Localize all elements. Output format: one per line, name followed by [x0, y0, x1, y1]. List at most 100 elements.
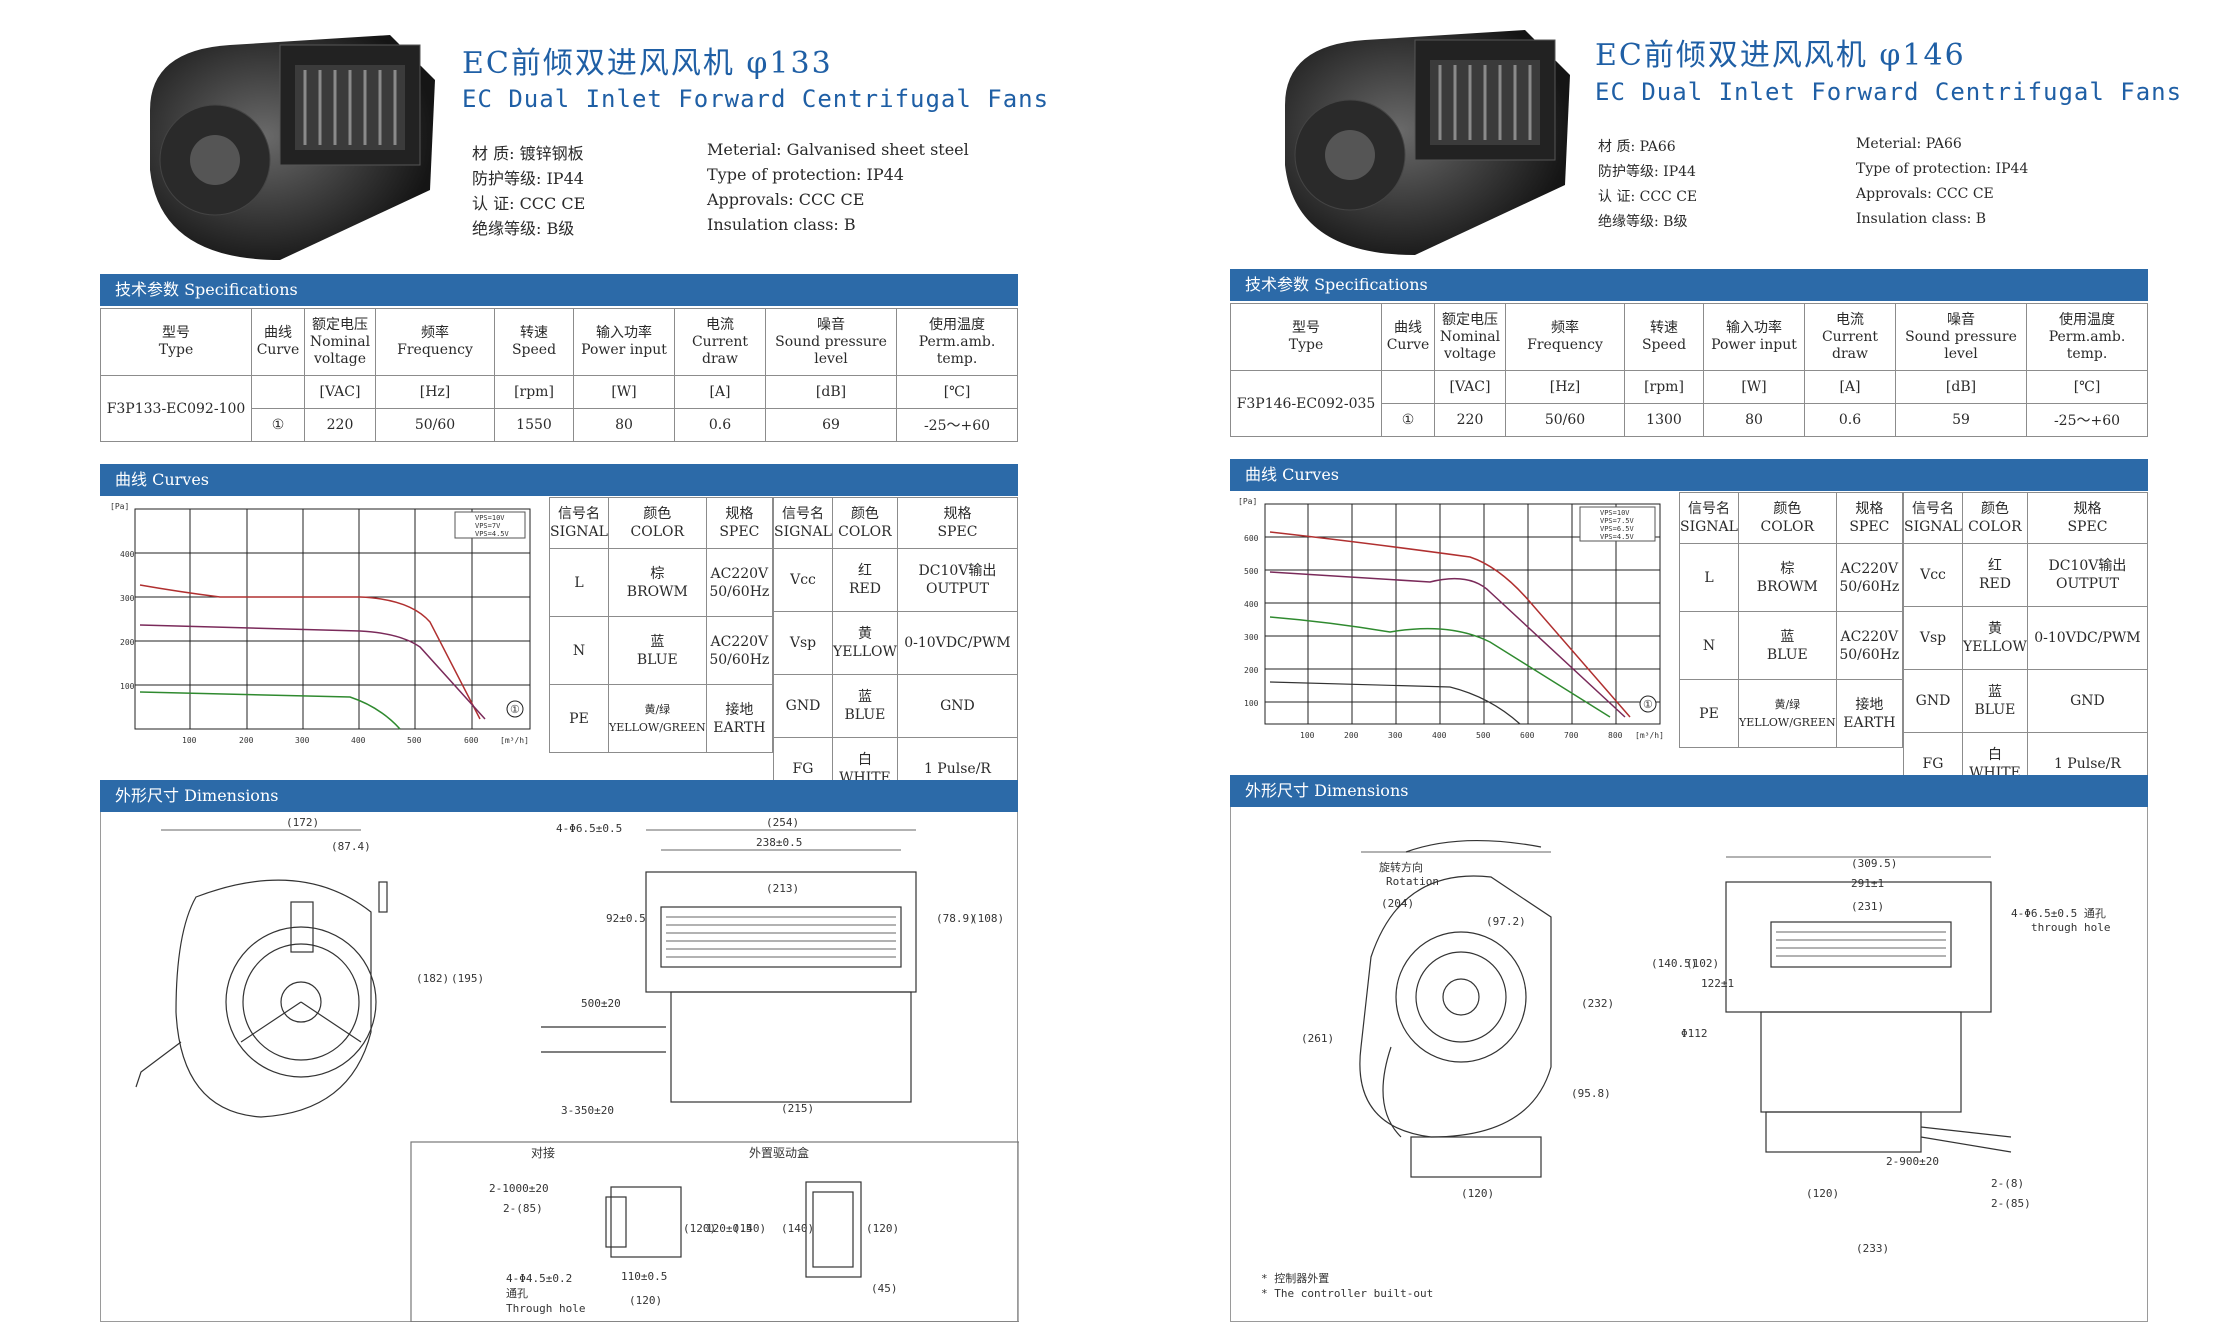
property-zh: 绝缘等级: B级 — [1598, 214, 1688, 230]
dim-label: (120) — [866, 1222, 899, 1235]
dim-label: 2-(85) — [1991, 1197, 2031, 1210]
x-tick: 400 — [1432, 731, 1447, 740]
sig-color: 黄 YELLOW — [1961, 606, 2028, 670]
dim-label: (120) — [1461, 1187, 1494, 1200]
spec-header: 曲线 Curve — [1381, 303, 1435, 371]
spec-voltage: 220 — [1434, 403, 1506, 437]
property-zh: 防护等级: IP44 — [472, 169, 584, 188]
property-en: Insulation class: B — [1856, 211, 1987, 227]
x-tick: 200 — [239, 736, 254, 745]
sig-color: 黄/绿 YELLOW/GREEN — [607, 684, 707, 753]
sig-name: N — [1679, 611, 1739, 680]
spec-header: 输入功率 Power input — [573, 308, 675, 376]
y-unit: [Pa] — [1238, 497, 1257, 506]
spec-curve: ① — [251, 408, 305, 442]
y-tick: 300 — [120, 594, 135, 603]
dim-label: Through hole — [506, 1302, 585, 1315]
curve-label: ① — [1643, 698, 1653, 711]
x-tick: 200 — [1344, 731, 1359, 740]
property-zh: 认 证: CCC CE — [1598, 189, 1698, 205]
spec-current: 0.6 — [1804, 403, 1896, 437]
spec-unit: [℃] — [896, 375, 1018, 409]
spec-power: 80 — [1703, 403, 1805, 437]
spec-header: 使用温度 Perm.amb. temp. — [896, 308, 1018, 376]
product-title-zh: EC前倾双进风风机 φ146 — [1595, 38, 1966, 73]
sig-color: 黄 YELLOW — [831, 611, 898, 675]
footnote: * 控制器外置 — [1261, 1271, 1329, 1285]
x-tick: 600 — [1520, 731, 1535, 740]
property-en: Approvals: CCC CE — [1856, 186, 1994, 202]
spec-header: 输入功率 Power input — [1703, 303, 1805, 371]
spec-header: 额定电压 Nominal voltage — [1434, 303, 1506, 371]
dim-label: 92±0.5 — [606, 912, 646, 925]
dim-label: (102) — [1686, 957, 1719, 970]
property-zh: 材 质: PA66 — [1598, 139, 1676, 155]
dims-section-bar: 外形尺寸 Dimensions — [100, 780, 1018, 812]
sig-header: 颜色 COLOR — [1737, 492, 1837, 544]
spec-header: 型号 Type — [1230, 303, 1382, 371]
dim-label: (95.8) — [1571, 1087, 1611, 1100]
y-tick: 300 — [1244, 633, 1259, 642]
spec-header: 噪音 Sound pressure level — [765, 308, 897, 376]
property-en: Approvals: CCC CE — [707, 190, 865, 209]
legend-entry: VPS=6.5V — [1600, 525, 1635, 533]
sig-name: N — [549, 616, 609, 685]
property-en: Type of protection: IP44 — [707, 165, 904, 184]
y-tick: 200 — [120, 638, 135, 647]
spec-type: F3P146-EC092-035 — [1230, 370, 1382, 437]
property-en: Meterial: Galvanised sheet steel — [707, 140, 969, 159]
y-tick: 100 — [1244, 699, 1259, 708]
spec-blank — [1381, 370, 1435, 404]
spec-table: 型号 Type 曲线 Curve 额定电压 Nominal voltage 频率… — [1230, 303, 2148, 437]
sig-spec: AC220V 50/60Hz — [705, 548, 774, 617]
dim-label: 4-Φ6.5±0.5 — [556, 822, 622, 835]
spec-frequency: 50/60 — [1505, 403, 1625, 437]
sig-spec: GND — [896, 674, 1019, 738]
sub-label: 外置驱动盒 — [749, 1145, 809, 1160]
spec-unit: [rpm] — [1624, 370, 1704, 404]
performance-curve-chart: VPS=10V VPS=7V VPS=4.5V 400 300 200 100 … — [110, 502, 531, 745]
x-unit: [m³/h] — [500, 736, 529, 745]
sig-spec: 0-10VDC/PWM — [896, 611, 1019, 675]
sig-name: L — [1679, 543, 1739, 612]
x-tick: 300 — [295, 736, 310, 745]
dim-label: 2-(8) — [1991, 1177, 2024, 1190]
legend-entry: VPS=10V — [475, 514, 505, 522]
spec-table: 型号 Type 曲线 Curve 额定电压 Nominal voltage 频率… — [100, 308, 1018, 442]
spec-temp: -25～+60 — [2026, 403, 2148, 437]
property-row: 认 证: CCC CE Approvals: CCC CE — [472, 190, 1012, 215]
property-en: Type of protection: IP44 — [1856, 161, 2029, 177]
dim-label: (140) — [733, 1222, 766, 1235]
dimension-drawing: (172) (87.4) 4-Φ6.5±0.5 (254) 238±0.5 (2… — [100, 812, 1019, 1322]
dim-label: 110±0.5 — [621, 1270, 667, 1283]
y-tick: 600 — [1244, 534, 1259, 543]
property-zh: 认 证: CCC CE — [472, 194, 586, 213]
dim-label: (231) — [1851, 900, 1884, 913]
sig-header: 颜色 COLOR — [831, 497, 898, 549]
legend-entry: VPS=4.5V — [1600, 533, 1635, 541]
x-unit: [m³/h] — [1635, 731, 1664, 740]
sig-spec: DC10V输出 OUTPUT — [896, 548, 1019, 612]
spec-unit: [VAC] — [304, 375, 376, 409]
dim-label: through hole — [2031, 921, 2110, 934]
dim-label: 4-Φ4.5±0.2 — [506, 1272, 572, 1285]
sig-spec: AC220V 50/60Hz — [1835, 611, 1904, 680]
sig-spec: AC220V 50/60Hz — [1835, 543, 1904, 612]
sig-name: Vsp — [1903, 606, 1963, 670]
x-tick: 600 — [464, 736, 479, 745]
property-row: 绝缘等级: B级 Insulation class: B — [1598, 211, 2138, 236]
spec-unit: [VAC] — [1434, 370, 1506, 404]
dim-label: 3-350±20 — [561, 1104, 614, 1117]
spec-type: F3P133-EC092-100 — [100, 375, 252, 442]
sig-spec: 接地 EARTH — [705, 684, 774, 753]
sig-name: GND — [773, 674, 833, 738]
product-sheet-133: EC前倾双进风风机 φ133 EC Dual Inlet Forward Cen… — [100, 0, 1048, 1341]
spec-voltage: 220 — [304, 408, 376, 442]
spec-temp: -25～+60 — [896, 408, 1018, 442]
